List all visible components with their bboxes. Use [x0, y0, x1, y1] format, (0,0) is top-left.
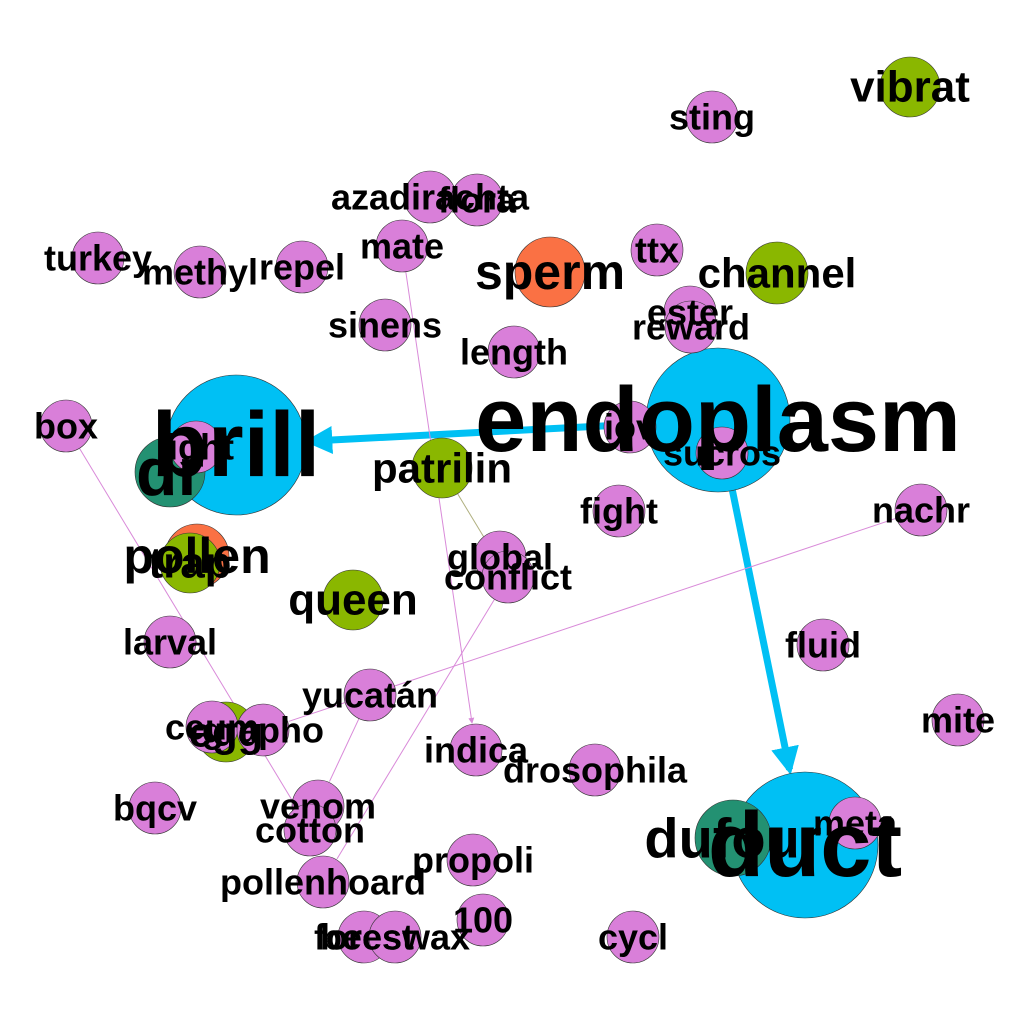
node-label-flora: flora [438, 180, 517, 221]
node-label-mate: mate [360, 226, 444, 267]
node-flora[interactable] [450, 173, 504, 227]
node-indica[interactable] [449, 723, 503, 777]
node-label-larval: larval [123, 622, 217, 663]
node-label-yucatan: yucatán [302, 675, 438, 716]
node-pollenhoard[interactable] [296, 855, 350, 909]
node-meta[interactable] [828, 796, 882, 850]
node-fight[interactable] [592, 484, 646, 538]
node-conflict[interactable] [481, 550, 535, 604]
node-label-meta: meta [813, 803, 898, 844]
node-label-light: light [158, 427, 234, 468]
node-queen[interactable] [322, 569, 384, 631]
node-label-azadirachta: azadirachta [331, 177, 530, 218]
node-label-dufour: dufour [644, 807, 821, 870]
node-label-egg: egg [189, 709, 264, 756]
node-yucatan[interactable] [343, 668, 397, 722]
node-cotton[interactable] [283, 803, 337, 857]
node-label-n100: 100 [453, 900, 513, 941]
node-dufour[interactable] [694, 799, 772, 877]
node-label-ttx: ttx [635, 230, 679, 271]
node-repel[interactable] [275, 240, 329, 294]
node-label-sting: sting [669, 97, 755, 138]
node-cycl[interactable] [606, 910, 660, 964]
node-label-sperm: sperm [475, 244, 625, 300]
edge-yucatan-venom [329, 718, 360, 782]
node-label-methyl: methyl [142, 252, 258, 293]
node-label-iov: iov [604, 407, 656, 448]
edge-endoplasm-duct [729, 489, 799, 776]
node-label-repel: repel [259, 247, 345, 288]
node-vibrat[interactable] [879, 56, 941, 118]
node-sting[interactable] [685, 90, 739, 144]
node-label-indica: indica [424, 730, 529, 771]
node-label-queen: queen [288, 576, 418, 625]
node-label-brill: brill [152, 394, 321, 496]
node-label-bqcv: bqcv [113, 788, 197, 829]
node-label-mite: mite [921, 700, 995, 741]
node-label-turkey: turkey [44, 238, 152, 279]
node-label-vibrat: vibrat [850, 63, 970, 112]
node-sucros[interactable] [695, 426, 749, 480]
node-ttx[interactable] [630, 223, 684, 277]
node-label-fluid: fluid [785, 625, 861, 666]
node-propoli[interactable] [446, 833, 500, 887]
node-reward[interactable] [664, 300, 718, 354]
node-grapho[interactable] [236, 703, 290, 757]
node-length[interactable] [487, 325, 541, 379]
node-label-ester: ester [647, 292, 733, 333]
node-label-pollen: pollen [123, 528, 270, 584]
node-n100[interactable] [456, 893, 510, 947]
node-label-duct: duct [708, 794, 902, 896]
node-sperm[interactable] [514, 236, 586, 308]
node-label-endoplasm: endoplasm [475, 369, 961, 471]
node-label-sucros: sucros [663, 433, 781, 474]
node-label-patrilin: patrilin [372, 445, 512, 492]
node-fluid[interactable] [796, 618, 850, 672]
node-label-venom: venom [260, 786, 376, 827]
node-iov[interactable] [603, 400, 657, 454]
node-label-box: box [34, 406, 98, 447]
nodes-layer [39, 56, 985, 964]
node-label-conflict: conflict [444, 557, 572, 598]
node-label-fight: fight [580, 491, 658, 532]
node-label-global: global [447, 537, 553, 578]
node-mite[interactable] [931, 693, 985, 747]
node-drosophila[interactable] [568, 743, 622, 797]
node-box[interactable] [39, 399, 93, 453]
node-label-reward: reward [632, 307, 750, 348]
node-label-channel: channel [698, 250, 857, 297]
edges-layer [79, 271, 897, 860]
node-label-beeswax: beeswax [320, 917, 470, 958]
node-nachr[interactable] [894, 483, 948, 537]
node-label-dr: dr [136, 434, 204, 510]
node-label-sinens: sinens [328, 305, 442, 346]
node-sinens[interactable] [358, 298, 412, 352]
node-label-length: length [460, 332, 568, 373]
node-label-grapho: grapho [202, 710, 324, 751]
node-trap[interactable] [159, 532, 221, 594]
edge-endoplasm-brill [304, 420, 647, 454]
node-light[interactable] [169, 420, 223, 474]
node-label-forest: forest [314, 917, 414, 958]
node-turkey[interactable] [71, 231, 125, 285]
node-label-propoli: propoli [412, 840, 534, 881]
node-label-drosophila: drosophila [503, 750, 688, 791]
node-label-nachr: nachr [872, 490, 970, 531]
node-label-cycl: cycl [598, 917, 668, 958]
node-larval[interactable] [143, 615, 197, 669]
edge-conflict-pollenhoard [336, 598, 495, 860]
node-label-trap: trap [148, 539, 231, 588]
node-label-cotton: cotton [255, 810, 365, 851]
node-patrilin[interactable] [411, 437, 473, 499]
node-label-ceum: ceum [165, 707, 259, 748]
node-label-pollenhoard: pollenhoard [220, 862, 426, 903]
node-channel[interactable] [745, 241, 809, 305]
node-mate[interactable] [375, 219, 429, 273]
node-bqcv[interactable] [128, 781, 182, 835]
node-methyl[interactable] [173, 245, 227, 299]
node-beeswax[interactable] [368, 910, 422, 964]
